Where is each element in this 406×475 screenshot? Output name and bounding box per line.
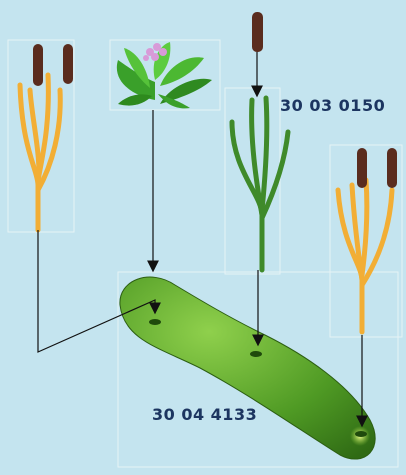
flower-bush-icon — [117, 42, 212, 108]
part-number-upper: 30 03 0150 — [280, 96, 385, 115]
cattail-icon — [338, 148, 397, 332]
log-hole-1 — [149, 319, 161, 325]
log-hole-3 — [355, 431, 367, 437]
base-log-icon — [120, 277, 375, 459]
part-number-lower: 30 04 4133 — [152, 405, 257, 424]
cattail-icon — [20, 44, 73, 230]
log-hole-2 — [250, 351, 262, 357]
